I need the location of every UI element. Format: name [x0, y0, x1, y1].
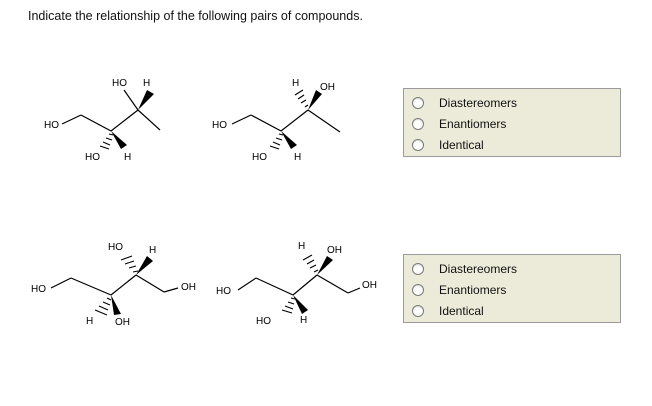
question-prompt: Indicate the relationship of the followi… — [28, 9, 363, 23]
radio-button[interactable] — [412, 263, 424, 275]
radio-button[interactable] — [412, 139, 424, 151]
option-label: Enantiomers — [439, 283, 507, 297]
h-bottom-label: H — [86, 316, 93, 327]
ho-left-label: HO — [44, 120, 59, 131]
pair-2-choices: Diastereomers Enantiomers Identical — [403, 254, 621, 323]
pair-2-option-identical[interactable]: Identical — [412, 301, 484, 321]
pair-1-option-identical[interactable]: Identical — [412, 135, 484, 155]
oh-top-label: OH — [327, 245, 342, 256]
option-label: Diastereomers — [439, 262, 518, 276]
radio-button[interactable] — [412, 97, 424, 109]
h-top-label: H — [298, 241, 305, 252]
pair-1-choices: Diastereomers Enantiomers Identical — [403, 88, 621, 157]
pair-1-option-enantiomers[interactable]: Enantiomers — [412, 114, 506, 134]
pair-2-molecule-a: HO HO H OH H OH — [26, 232, 211, 332]
h-bottom-label: H — [294, 152, 301, 163]
radio-button[interactable] — [412, 284, 424, 296]
ho-top-label: HO — [112, 78, 127, 89]
ho-top-label: HO — [108, 242, 123, 253]
pair-2-option-diastereomers[interactable]: Diastereomers — [412, 259, 517, 279]
option-label: Identical — [439, 138, 484, 152]
h-top-label: H — [143, 78, 150, 89]
h-top-label: H — [149, 245, 156, 256]
option-label: Identical — [439, 304, 484, 318]
h-top-label: H — [292, 78, 299, 89]
pair-1-molecule-b: HO H OH HO H — [210, 70, 350, 165]
ho-left-label: HO — [31, 284, 46, 295]
ho-bottom-label: HO — [252, 152, 267, 163]
pair-1-option-diastereomers[interactable]: Diastereomers — [412, 93, 517, 113]
option-label: Diastereomers — [439, 96, 518, 110]
oh-right-label: OH — [362, 280, 377, 291]
oh-bottom-label: OH — [115, 317, 130, 328]
pair-2-option-enantiomers[interactable]: Enantiomers — [412, 280, 506, 300]
h-bottom-label: H — [300, 315, 307, 326]
pair-1-molecule-a: HO HO H HO H — [40, 70, 170, 165]
ho-left-label: HO — [212, 120, 227, 131]
ho-bottom-label: HO — [256, 316, 271, 327]
ho-bottom-label: HO — [85, 152, 100, 163]
oh-top-label: OH — [320, 82, 335, 93]
pair-2-molecule-b: HO H OH OH HO H — [214, 232, 394, 332]
option-label: Enantiomers — [439, 117, 507, 131]
ho-left-label: HO — [216, 286, 231, 297]
radio-button[interactable] — [412, 118, 424, 130]
h-bottom-label: H — [124, 152, 131, 163]
oh-right-label: OH — [181, 282, 196, 293]
radio-button[interactable] — [412, 305, 424, 317]
